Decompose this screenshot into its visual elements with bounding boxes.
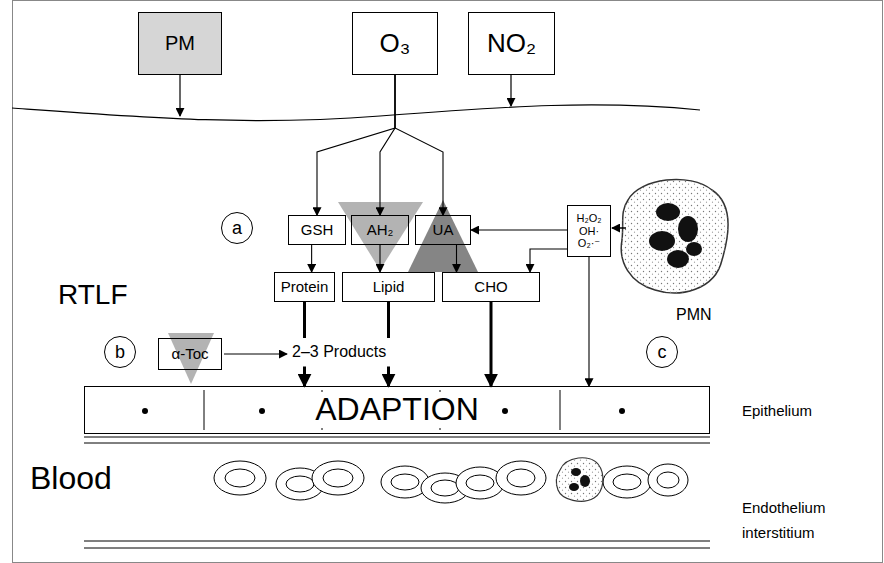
antioxidant-box: α-Toc — [158, 338, 222, 370]
pollutant-box: NO₂ — [468, 12, 555, 75]
node-text: a — [232, 218, 242, 239]
target-box: Protein — [274, 272, 336, 302]
cell-stipple — [621, 179, 728, 293]
red-blood-cell — [496, 461, 546, 495]
airway-surface — [12, 105, 700, 121]
decrease-triangle — [168, 333, 214, 384]
reaction-arrow — [471, 229, 567, 230]
reaction-arrow — [456, 245, 457, 272]
cell-nucleus — [619, 408, 625, 414]
node-text: b — [115, 342, 125, 363]
bold-arrow — [387, 302, 390, 386]
cell-divider — [204, 390, 205, 430]
reaction-arrow — [588, 257, 589, 386]
reaction-arrow — [530, 249, 567, 272]
red-blood-cell — [613, 474, 641, 490]
interstitium-line — [84, 541, 710, 542]
red-blood-cell — [286, 476, 314, 492]
basement-membrane — [84, 437, 710, 438]
node-text: PM — [165, 32, 195, 55]
node-text: Protein — [281, 278, 329, 295]
node-text: GSH — [301, 221, 334, 238]
antioxidant-box: GSH — [288, 215, 346, 244]
red-blood-cell — [507, 469, 535, 487]
nucleus-lobe — [580, 475, 590, 487]
pollutant-box: O₃ — [352, 12, 438, 75]
node-text: ADAPTION — [312, 392, 482, 427]
cell-stipple — [556, 458, 603, 502]
node-text: UA — [433, 221, 454, 238]
nucleus-lobe — [656, 203, 680, 221]
cell-nucleus — [259, 408, 265, 414]
product-label: 2–3 Products — [292, 343, 386, 361]
frame — [13, 1, 883, 563]
scavenge-arrow — [224, 354, 287, 355]
node-text: NO₂ — [487, 29, 536, 59]
interstitium-line — [84, 548, 710, 549]
cell-label: PMN — [676, 306, 712, 324]
layer-label: Epithelium — [742, 402, 812, 419]
red-blood-cell — [648, 464, 688, 496]
red-blood-cell — [603, 466, 651, 498]
basement-membrane — [84, 443, 710, 444]
nucleus-lobe — [569, 483, 579, 491]
callout-circle: c — [646, 336, 679, 369]
release-arrow — [612, 227, 626, 229]
bold-arrow — [490, 302, 493, 386]
antioxidant-box: AH₂ — [351, 215, 409, 244]
pollutant-box: PM — [138, 12, 222, 75]
region-label: Blood — [30, 460, 112, 497]
reaction-arrow — [311, 245, 312, 272]
nucleus-lobe — [649, 231, 675, 251]
target-box: CHO — [442, 272, 540, 302]
nucleus-lobe — [686, 242, 702, 256]
neutrophil-cell — [621, 179, 728, 293]
red-blood-cell — [466, 475, 494, 491]
red-blood-cell — [431, 480, 459, 496]
blood-neutrophil — [556, 458, 603, 502]
node-text: O₃ — [380, 29, 411, 59]
oxidant-box: H₂O₂ OH· O₂·⁻ — [567, 205, 611, 257]
cell-divider — [560, 390, 561, 430]
nucleus-lobe — [678, 216, 698, 242]
red-blood-cell — [214, 461, 266, 495]
node-text: CHO — [474, 278, 507, 295]
red-blood-cell — [323, 469, 353, 487]
cell-nucleus — [142, 408, 148, 414]
deposition-arrow — [179, 75, 180, 116]
reaction-arrow — [395, 75, 443, 215]
reaction-arrow — [379, 245, 380, 272]
cell-nucleus — [502, 408, 508, 414]
antioxidant-box: UA — [415, 215, 471, 244]
red-blood-cell — [391, 474, 419, 490]
deposition-arrow — [510, 75, 511, 106]
node-text: Lipid — [373, 278, 405, 295]
target-box: Lipid — [342, 272, 435, 302]
reaction-arrow — [317, 75, 395, 215]
callout-circle: a — [221, 212, 254, 245]
callout-circle: b — [104, 336, 137, 369]
nucleus-lobe — [667, 250, 689, 268]
node-text: H₂O₂ OH· O₂·⁻ — [570, 212, 608, 250]
node-text: c — [658, 342, 667, 363]
red-blood-cell — [225, 469, 255, 487]
red-blood-cell — [381, 466, 429, 498]
nucleus-lobe — [571, 468, 581, 476]
red-blood-cell — [312, 461, 364, 495]
red-blood-cell — [657, 472, 679, 488]
node-text: α-Toc — [171, 345, 208, 362]
layer-label: Endothelium interstitium — [742, 496, 872, 546]
epithelium-band: ADAPTION — [84, 386, 710, 433]
reaction-arrow — [380, 75, 395, 215]
region-label: RTLF — [58, 279, 128, 311]
node-text: AH₂ — [367, 221, 394, 238]
